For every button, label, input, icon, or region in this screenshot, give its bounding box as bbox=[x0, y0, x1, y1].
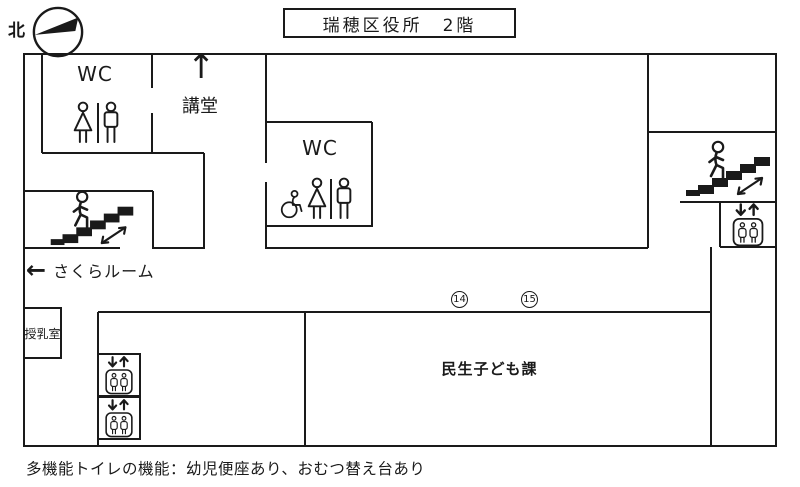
auditorium-label: 講堂 bbox=[182, 96, 218, 117]
toilet-divider bbox=[97, 103, 99, 143]
elevator-icon bbox=[102, 355, 136, 395]
stairs-west-icon bbox=[46, 190, 138, 247]
nursing-room-label: 授乳室 bbox=[24, 326, 61, 341]
elevator-west-1 bbox=[97, 353, 141, 397]
left-arrow-icon: ← bbox=[26, 256, 47, 284]
floor-title-box: 瑞穂区役所 2階 bbox=[283, 8, 516, 38]
sakura-room-label: さくらルーム bbox=[53, 262, 155, 281]
welfare-children-division-label: 民生子ども課 bbox=[441, 360, 538, 378]
elevator-west-2 bbox=[97, 396, 141, 440]
wc-northwest-label: WC bbox=[77, 62, 113, 86]
toilet-divider bbox=[330, 179, 332, 219]
toilet-female-icon bbox=[306, 177, 328, 220]
north-label: 北 bbox=[8, 21, 25, 41]
counter-marker-15: 15 bbox=[521, 291, 538, 308]
wc-center-label: WC bbox=[302, 136, 338, 160]
sakura-room-direction: ← さくらルーム bbox=[26, 258, 155, 282]
toilet-male-icon bbox=[334, 177, 354, 220]
toilet-male-icon bbox=[101, 101, 121, 144]
elevator-east-icon bbox=[728, 202, 768, 247]
stairs-east-icon bbox=[682, 139, 774, 199]
auditorium-up-arrow-icon: ↑ bbox=[187, 47, 216, 87]
counter-marker-14: 14 bbox=[451, 291, 468, 308]
floor-title: 瑞穂区役所 2階 bbox=[322, 15, 477, 36]
elevator-icon bbox=[102, 398, 136, 438]
toilet-accessible-icon bbox=[276, 188, 306, 221]
toilet-female-icon bbox=[72, 101, 94, 144]
toilet-features-footnote: 多機能トイレの機能：幼児便座あり、おむつ替え台あり bbox=[26, 460, 426, 478]
